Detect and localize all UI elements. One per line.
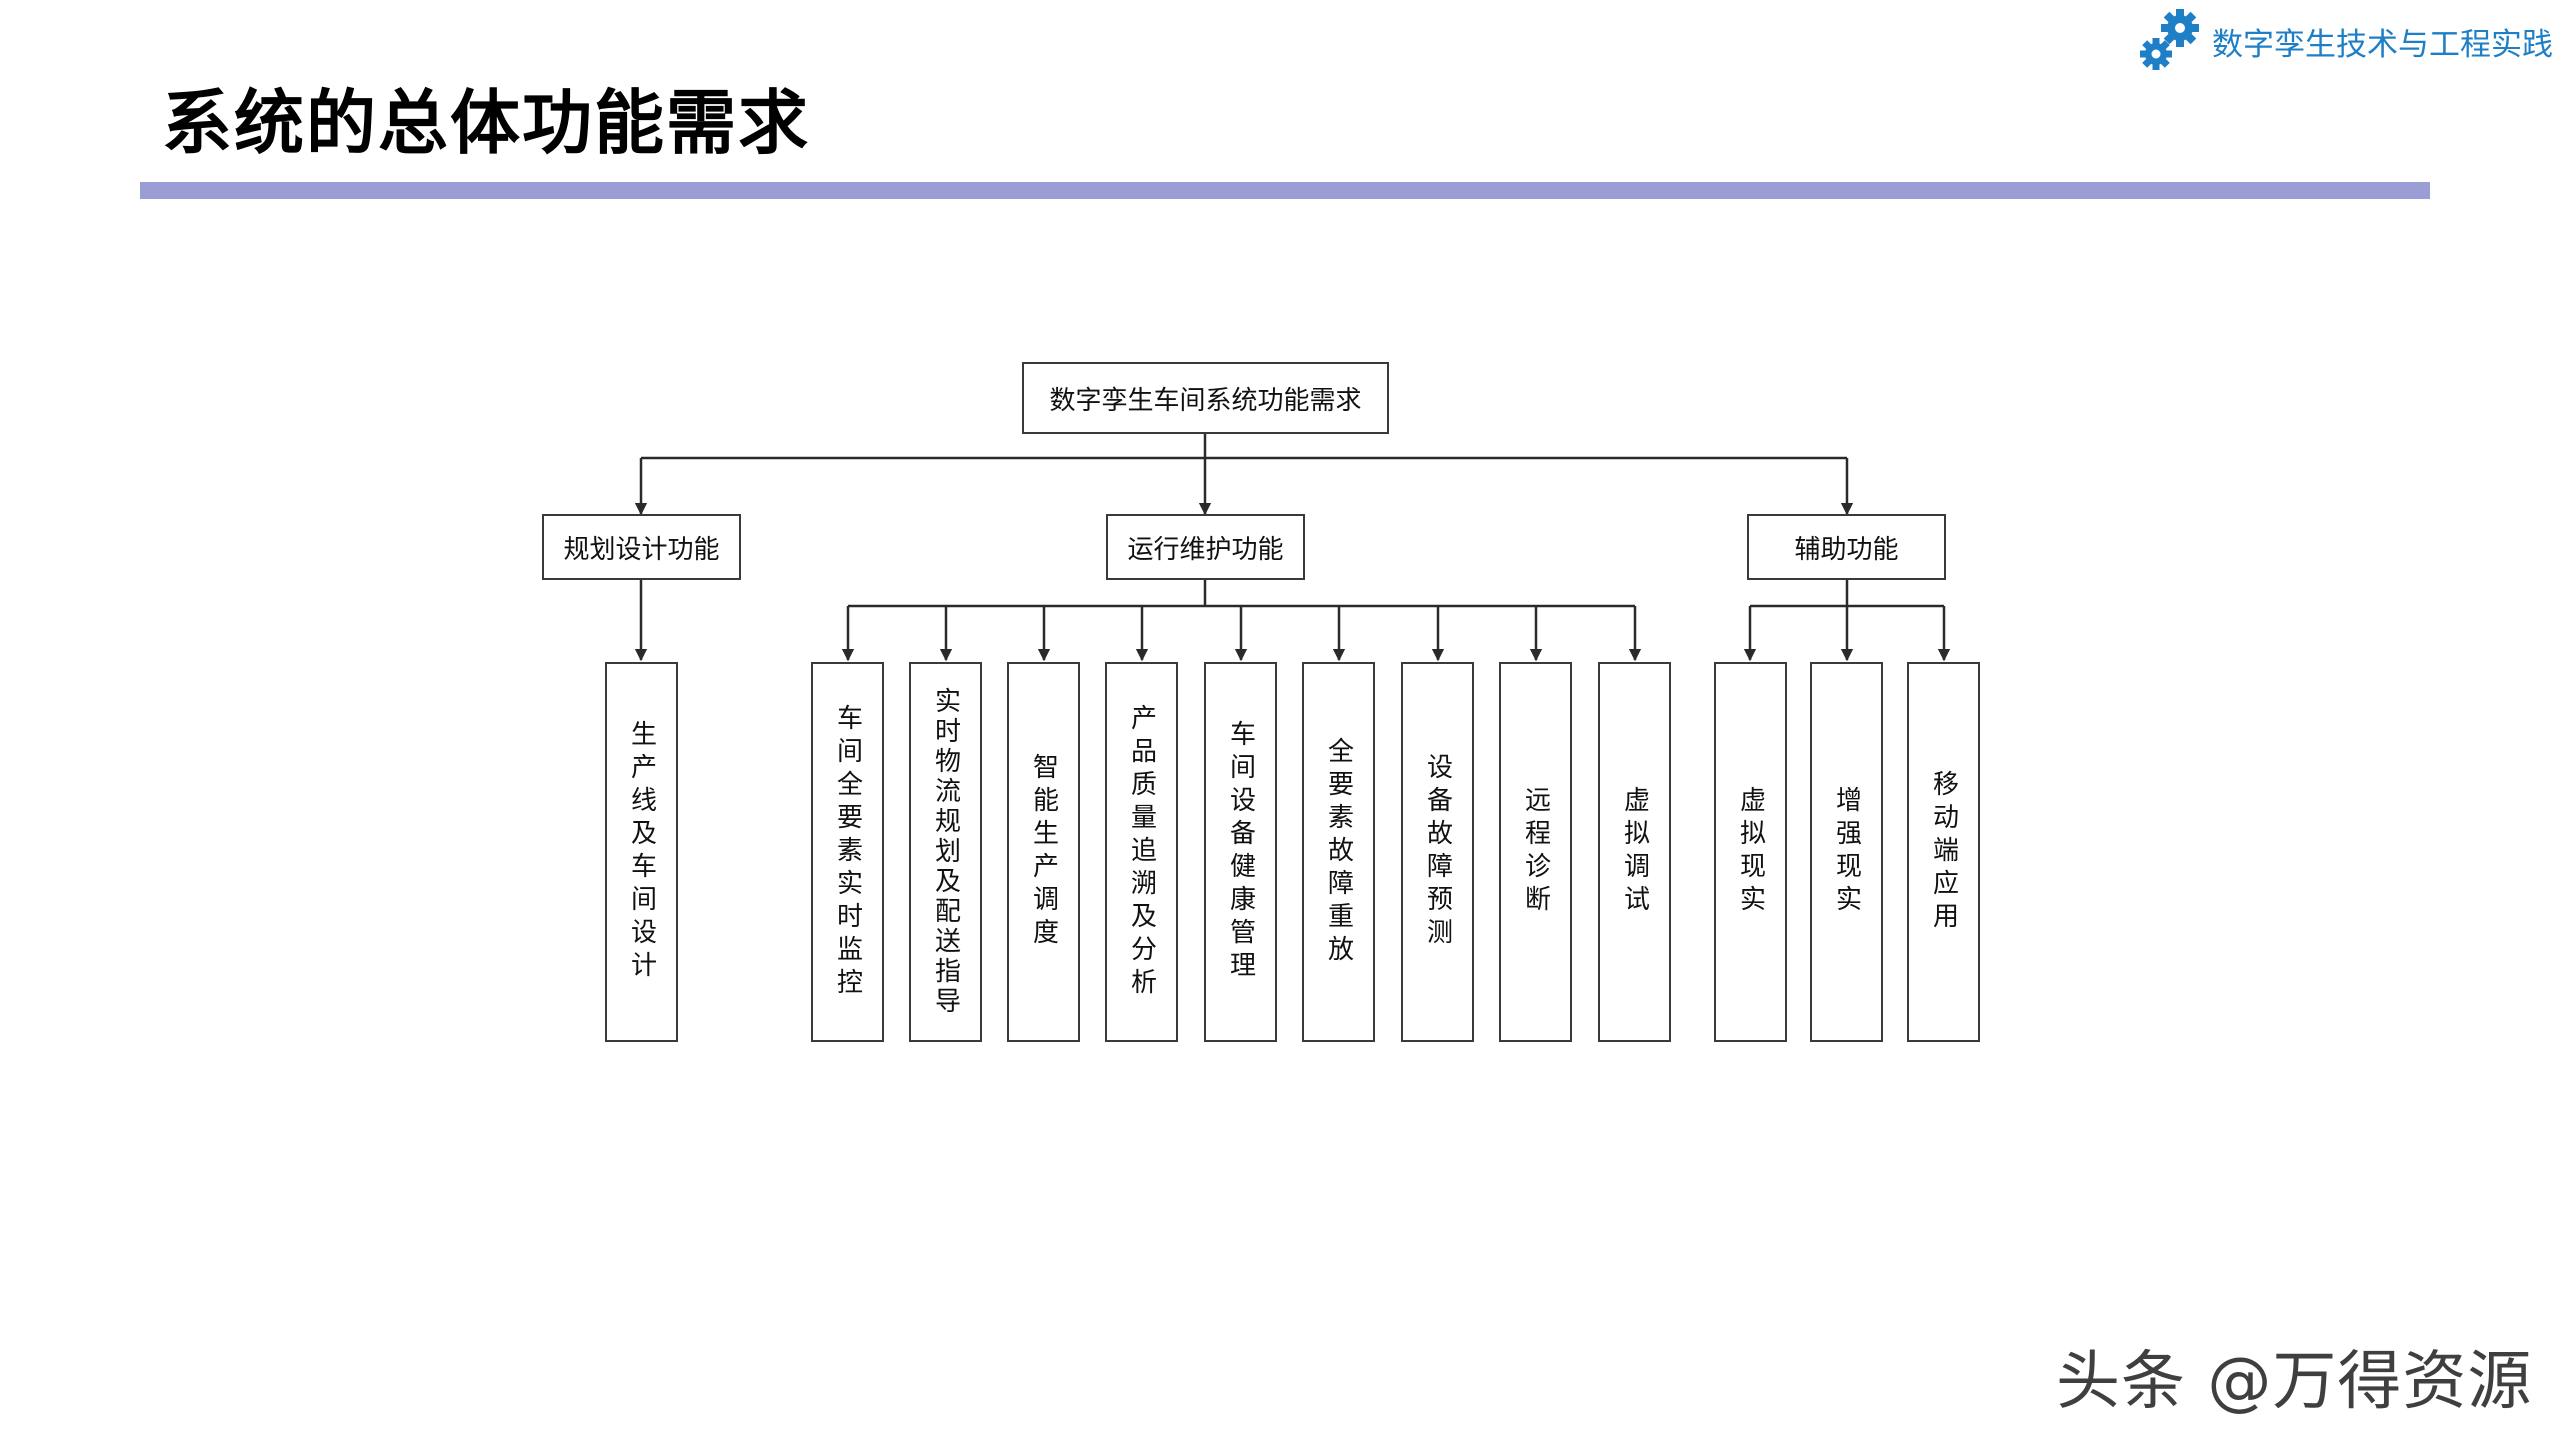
leaf-node: 远程诊断 <box>1499 662 1572 1042</box>
leaf-label: 车间设备健康管理 <box>1225 720 1256 984</box>
brand: 数字孪生技术与工程实践 <box>2136 8 2553 74</box>
leaf-label: 移动端应用 <box>1928 769 1959 935</box>
leaf-node: 实时物流规划及配送指导 <box>909 662 982 1042</box>
watermark: 头条 @万得资源 <box>2056 1345 2533 1419</box>
leaf-label: 车间全要素实时监控 <box>832 703 863 1001</box>
leaf-label: 生产线及车间设计 <box>626 720 657 984</box>
leaf-label: 全要素故障重放 <box>1323 736 1354 968</box>
leaf-label: 远程诊断 <box>1520 786 1551 918</box>
gears-icon <box>2140 9 2199 70</box>
page-title: 系统的总体功能需求 <box>162 82 810 164</box>
leaf-label: 虚拟调试 <box>1619 786 1650 918</box>
root-node: 数字孪生车间系统功能需求 <box>1022 362 1389 434</box>
leaf-node: 增强现实 <box>1810 662 1883 1042</box>
leaf-label: 增强现实 <box>1831 786 1862 918</box>
leaf-label: 实时物流规划及配送指导 <box>930 687 961 1017</box>
leaf-node: 虚拟现实 <box>1714 662 1787 1042</box>
branch-node-auxiliary: 辅助功能 <box>1747 514 1946 580</box>
leaf-node: 设备故障预测 <box>1401 662 1474 1042</box>
branch-node-planning: 规划设计功能 <box>542 514 741 580</box>
branch-node-operation: 运行维护功能 <box>1106 514 1305 580</box>
title-divider <box>140 182 2430 199</box>
leaf-label: 虚拟现实 <box>1735 786 1766 918</box>
leaf-node: 车间全要素实时监控 <box>811 662 884 1042</box>
leaf-node: 生产线及车间设计 <box>605 662 678 1042</box>
leaf-node: 虚拟调试 <box>1598 662 1671 1042</box>
brand-text: 数字孪生技术与工程实践 <box>2212 26 2553 63</box>
leaf-node: 车间设备健康管理 <box>1204 662 1277 1042</box>
leaf-label: 设备故障预测 <box>1422 753 1453 951</box>
leaf-label: 产品质量追溯及分析 <box>1126 703 1157 1001</box>
leaf-node: 全要素故障重放 <box>1302 662 1375 1042</box>
leaf-node: 产品质量追溯及分析 <box>1105 662 1178 1042</box>
leaf-node: 智能生产调度 <box>1007 662 1080 1042</box>
leaf-node: 移动端应用 <box>1907 662 1980 1042</box>
leaf-label: 智能生产调度 <box>1028 753 1059 951</box>
